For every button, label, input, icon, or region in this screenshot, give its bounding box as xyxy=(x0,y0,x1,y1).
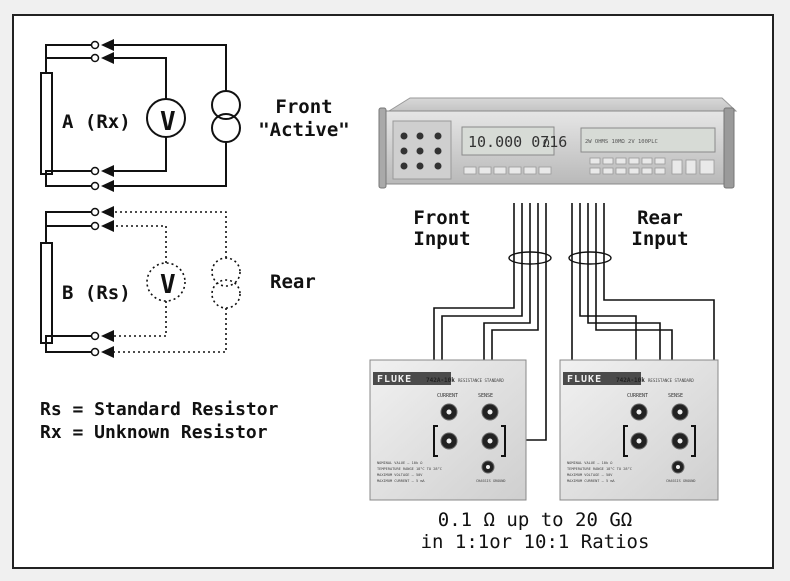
legend-rx: Rx = Unknown Resistor xyxy=(40,422,268,443)
standard-right-maxcurrent: MAXIMUM CURRENT – 5 mA xyxy=(567,479,615,483)
front-input-label-line1: Front xyxy=(413,207,471,229)
voltmeter-bottom xyxy=(146,262,186,302)
standard-left-model: 742A-10k xyxy=(426,377,455,384)
front-active-label-line2: "Active" xyxy=(258,119,350,141)
caption-range: 0.1 Ω up to 20 GΩ xyxy=(437,509,633,531)
resistance-standard-left: FLUKE 742A-10k RESISTANCE STANDARD CURRE… xyxy=(369,359,527,501)
standard-left-brand: FLUKE xyxy=(377,374,412,385)
standard-left-temp: TEMPERATURE RANGE 18°C TO 28°C xyxy=(377,467,442,471)
caption-ratios: in 1:1or 10:1 Ratios xyxy=(420,531,650,553)
standard-right-temp: TEMPERATURE RANGE 18°C TO 28°C xyxy=(567,467,632,471)
top-arrowheads xyxy=(101,39,114,192)
meter-handle-left xyxy=(378,107,387,189)
standard-left-voltage: MAXIMUM VOLTAGE – 50V xyxy=(377,473,423,477)
resistor-b xyxy=(40,242,53,344)
resistor-b-label: B (Rs) xyxy=(62,282,131,304)
standard-left-sense: SENSE xyxy=(478,393,493,399)
meter-input-terminals xyxy=(400,132,442,170)
standard-right-title: RESISTANCE STANDARD xyxy=(648,378,694,383)
bottom-arrowheads xyxy=(101,206,114,358)
voltmeter-top-leads xyxy=(113,57,167,172)
standard-right-nominal: NOMINAL VALUE – 10k Ω xyxy=(567,461,613,465)
resistor-a-label: A (Rx) xyxy=(62,111,131,133)
standard-right-current: CURRENT xyxy=(627,393,648,399)
reference-multimeter: 10.000 0716 Ω 2W OHMS 10MΩ 2V 100PLC xyxy=(378,97,738,189)
resistor-a xyxy=(40,72,53,175)
rear-cable-bundle-ring xyxy=(568,251,612,265)
meter-button-row xyxy=(463,157,715,175)
standard-left-maxcurrent: MAXIMUM CURRENT – 5 mA xyxy=(377,479,425,483)
meter-secondary-display xyxy=(580,127,716,153)
standard-left-guard: CHASSIS GROUND xyxy=(476,479,506,483)
current-source-bottom-leads xyxy=(113,211,227,353)
front-active-label-line1: Front xyxy=(275,96,333,118)
meter-top-surface xyxy=(387,97,738,112)
circuit-rear xyxy=(40,206,241,358)
standard-right-sense: SENSE xyxy=(668,393,683,399)
voltmeter-top-symbol: V xyxy=(160,107,176,137)
standard-left-title: RESISTANCE STANDARD xyxy=(458,378,504,383)
rear-label: Rear xyxy=(270,271,316,293)
standard-left-current: CURRENT xyxy=(437,393,458,399)
standard-right-voltage: MAXIMUM VOLTAGE – 50V xyxy=(567,473,613,477)
circuit-front-active xyxy=(40,39,241,192)
meter-handle-right xyxy=(723,107,735,189)
rear-input-label-line2: Input xyxy=(631,228,689,250)
front-cable-bundle-ring xyxy=(508,251,552,265)
current-source-bottom-upper xyxy=(211,257,241,287)
bottom-terminals xyxy=(90,207,100,357)
standard-left-nominal: NOMINAL VALUE – 10k Ω xyxy=(377,461,423,465)
standard-right-model: 742A-10k xyxy=(616,377,645,384)
resistor-a-leads xyxy=(45,44,92,187)
resistor-b-leads xyxy=(45,211,92,353)
meter-display-unit: Ω xyxy=(543,137,550,150)
current-source-bottom-lower xyxy=(211,279,241,309)
current-source-top-leads xyxy=(113,44,227,187)
meter-secondary-text: 2W OHMS 10MΩ 2V 100PLC xyxy=(585,139,658,145)
meter-display-reading: 10.000 0716 xyxy=(468,133,567,151)
rear-input-label-line1: Rear xyxy=(637,207,683,229)
top-terminals xyxy=(90,40,100,191)
standard-right-brand: FLUKE xyxy=(567,374,602,385)
legend-rs: Rs = Standard Resistor xyxy=(40,399,279,420)
voltmeter-bottom-symbol: V xyxy=(160,270,176,300)
front-input-label-line2: Input xyxy=(413,228,471,250)
resistance-standard-right: FLUKE 742A-10k RESISTANCE STANDARD CURRE… xyxy=(559,359,719,501)
standard-right-guard: CHASSIS GROUND xyxy=(666,479,696,483)
meter-main-display xyxy=(461,126,555,156)
voltmeter-bottom-leads xyxy=(113,225,167,337)
